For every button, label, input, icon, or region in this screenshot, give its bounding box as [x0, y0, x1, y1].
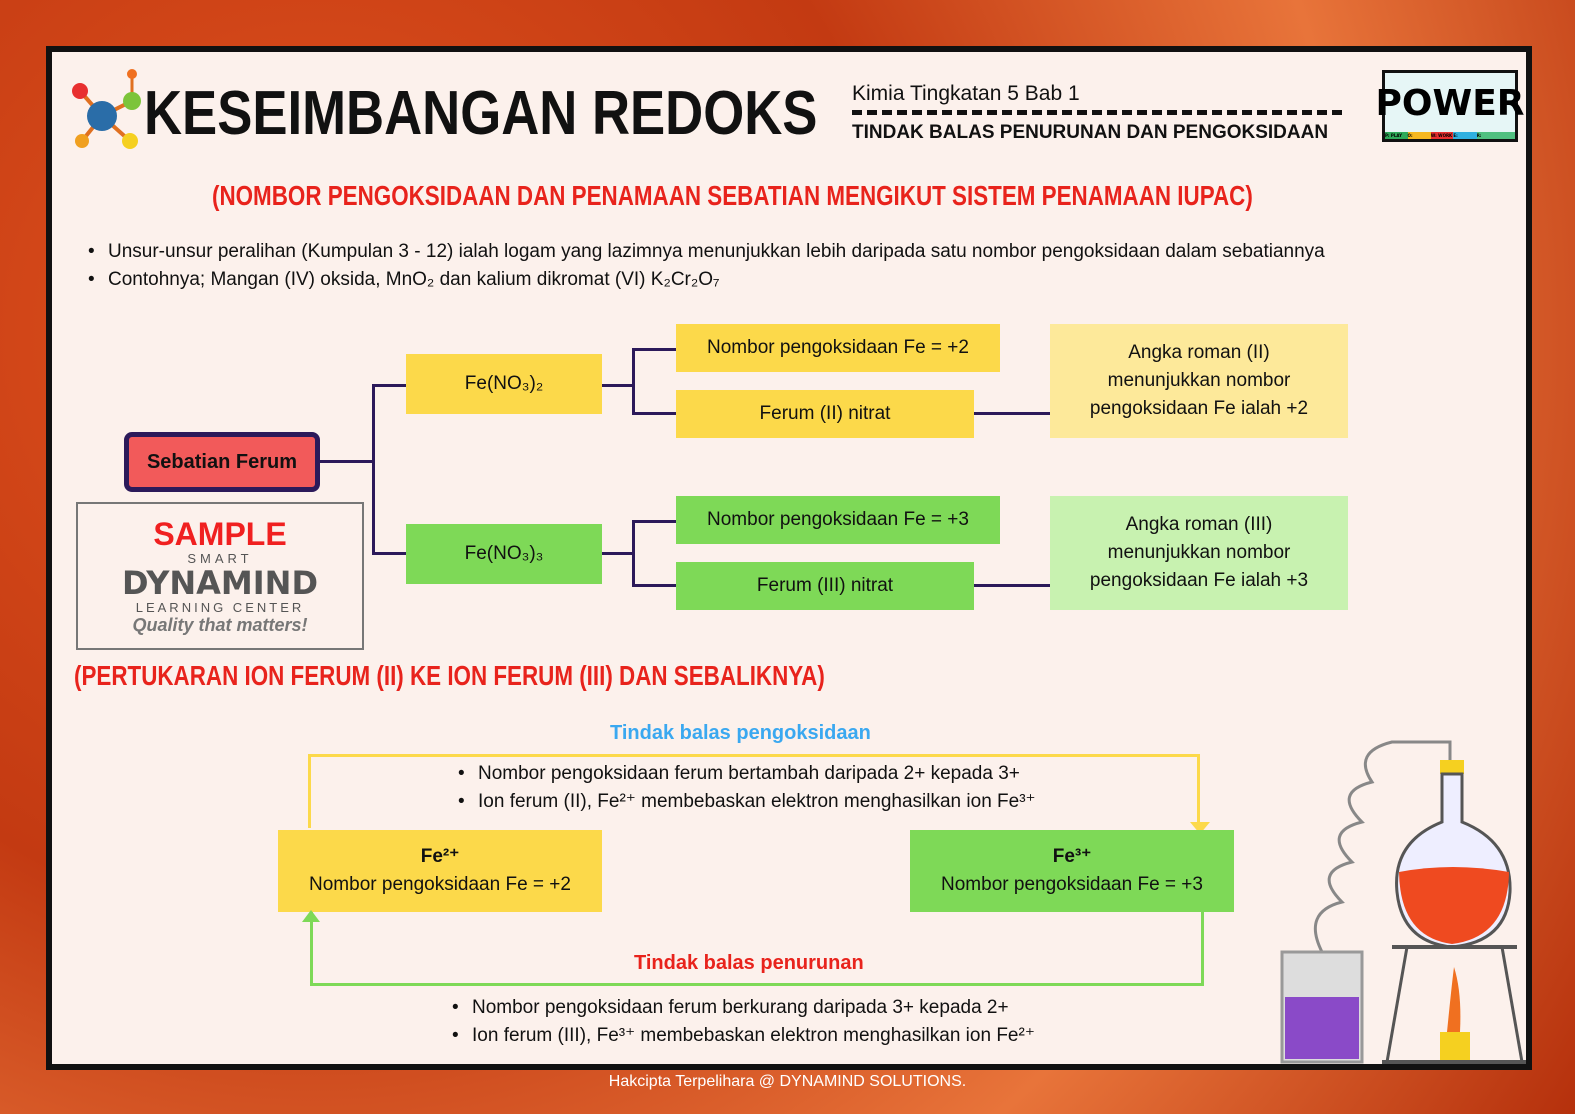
list-item: Ion ferum (III), Fe³⁺ membebaskan elektr…: [446, 1022, 1035, 1050]
oxidation-number-plus2: Nombor pengoksidaan Fe = +2: [676, 324, 1000, 372]
formula-fe-no3-2: Fe(NO₃)₂: [406, 354, 602, 414]
section1-heading: (NOMBOR PENGOKSIDAAN DAN PENAMAAN SEBATI…: [212, 180, 1253, 211]
dashed-divider: [852, 110, 1342, 115]
topic: TINDAK BALAS PENURUNAN DAN PENGOKSIDAAN: [852, 122, 1329, 143]
power-logo: POWER P: PLAY O: ORGANIZE W: WORK E: EMP…: [1376, 70, 1525, 142]
logo-bar-p: P: PLAY: [1385, 132, 1408, 139]
subtitle: Kimia Tingkatan 5 Bab 1: [852, 82, 1080, 105]
sample-stamp: SAMPLE: [153, 515, 287, 552]
list-item: Nombor pengoksidaan ferum bertambah dari…: [452, 760, 1036, 788]
formula-fe-no3-3: Fe(NO₃)₃: [406, 524, 602, 584]
watermark-smart: SMART: [187, 550, 253, 566]
fe3-box: Fe³⁺ Nombor pengoksidaan Fe = +3: [910, 830, 1234, 912]
oxidation-number-plus3: Nombor pengoksidaan Fe = +3: [676, 496, 1000, 544]
footer-copyright: Hakcipta Terpelihara @ DYNAMIND SOLUTION…: [608, 1073, 967, 1090]
logo-bar-e: E: EMPOWER: [1453, 132, 1477, 139]
fe2-box: Fe²⁺ Nombor pengoksidaan Fe = +2: [278, 830, 602, 912]
name-ferum-ii-nitrat: Ferum (II) nitrat: [676, 390, 974, 438]
lab-apparatus-icon: [1280, 740, 1526, 1064]
watermark-brand: DYNAMIND: [121, 564, 319, 603]
logo-bar-w: W: WORK: [1430, 132, 1454, 139]
oxidation-label: Tindak balas pengoksidaan: [610, 722, 871, 744]
logo-bar-o: O: ORGANIZE: [1407, 132, 1431, 139]
intro-list: Unsur-unsur peralihan (Kumpulan 3 - 12) …: [82, 238, 1522, 294]
reduction-arrow: [310, 912, 1204, 986]
note-roman-ii: Angka roman (II) menunjukkan nombor peng…: [1050, 324, 1348, 438]
list-item: Unsur-unsur peralihan (Kumpulan 3 - 12) …: [82, 238, 1522, 266]
poster: KESEIMBANGAN REDOKS Kimia Tingkatan 5 Ba…: [46, 46, 1532, 1070]
list-item: Contohnya; Mangan (IV) oksida, MnO₂ dan …: [82, 266, 1522, 294]
oxidation-list: Nombor pengoksidaan ferum bertambah dari…: [452, 760, 1036, 816]
note-roman-iii: Angka roman (III) menunjukkan nombor pen…: [1050, 496, 1348, 610]
fe3-text: Nombor pengoksidaan Fe = +3: [941, 874, 1203, 895]
name-ferum-iii-nitrat: Ferum (III) nitrat: [676, 562, 974, 610]
fe3-ion: Fe³⁺: [1052, 846, 1092, 867]
watermark-tagline: Quality that matters!: [132, 614, 308, 635]
root-node: Sebatian Ferum: [124, 432, 320, 492]
sample-watermark: SAMPLE SMART DYNAMIND LEARNING CENTER Qu…: [76, 502, 364, 650]
poster-title: KESEIMBANGAN REDOKS: [144, 79, 818, 148]
section2-heading: (PERTUKARAN ION FERUM (II) KE ION FERUM …: [74, 660, 825, 691]
logo-text: POWER: [1375, 82, 1525, 124]
oxidation-arrow: [308, 754, 1200, 828]
arrow-head-up-icon: [302, 910, 320, 922]
fe2-ion: Fe²⁺: [420, 846, 460, 867]
list-item: Nombor pengoksidaan ferum berkurang dari…: [446, 994, 1035, 1022]
watermark-learning: LEARNING CENTER: [135, 600, 305, 616]
fe2-text: Nombor pengoksidaan Fe = +2: [309, 874, 571, 895]
reduction-list: Nombor pengoksidaan ferum berkurang dari…: [446, 994, 1035, 1050]
molecule-icon: [72, 69, 141, 149]
logo-bar-r: R: REINFORCEMENT: [1476, 132, 1515, 139]
reduction-label: Tindak balas penurunan: [630, 952, 868, 975]
list-item: Ion ferum (II), Fe²⁺ membebaskan elektro…: [452, 788, 1036, 816]
logo-bar: P: PLAY O: ORGANIZE W: WORK E: EMPOWER R…: [1385, 132, 1515, 139]
